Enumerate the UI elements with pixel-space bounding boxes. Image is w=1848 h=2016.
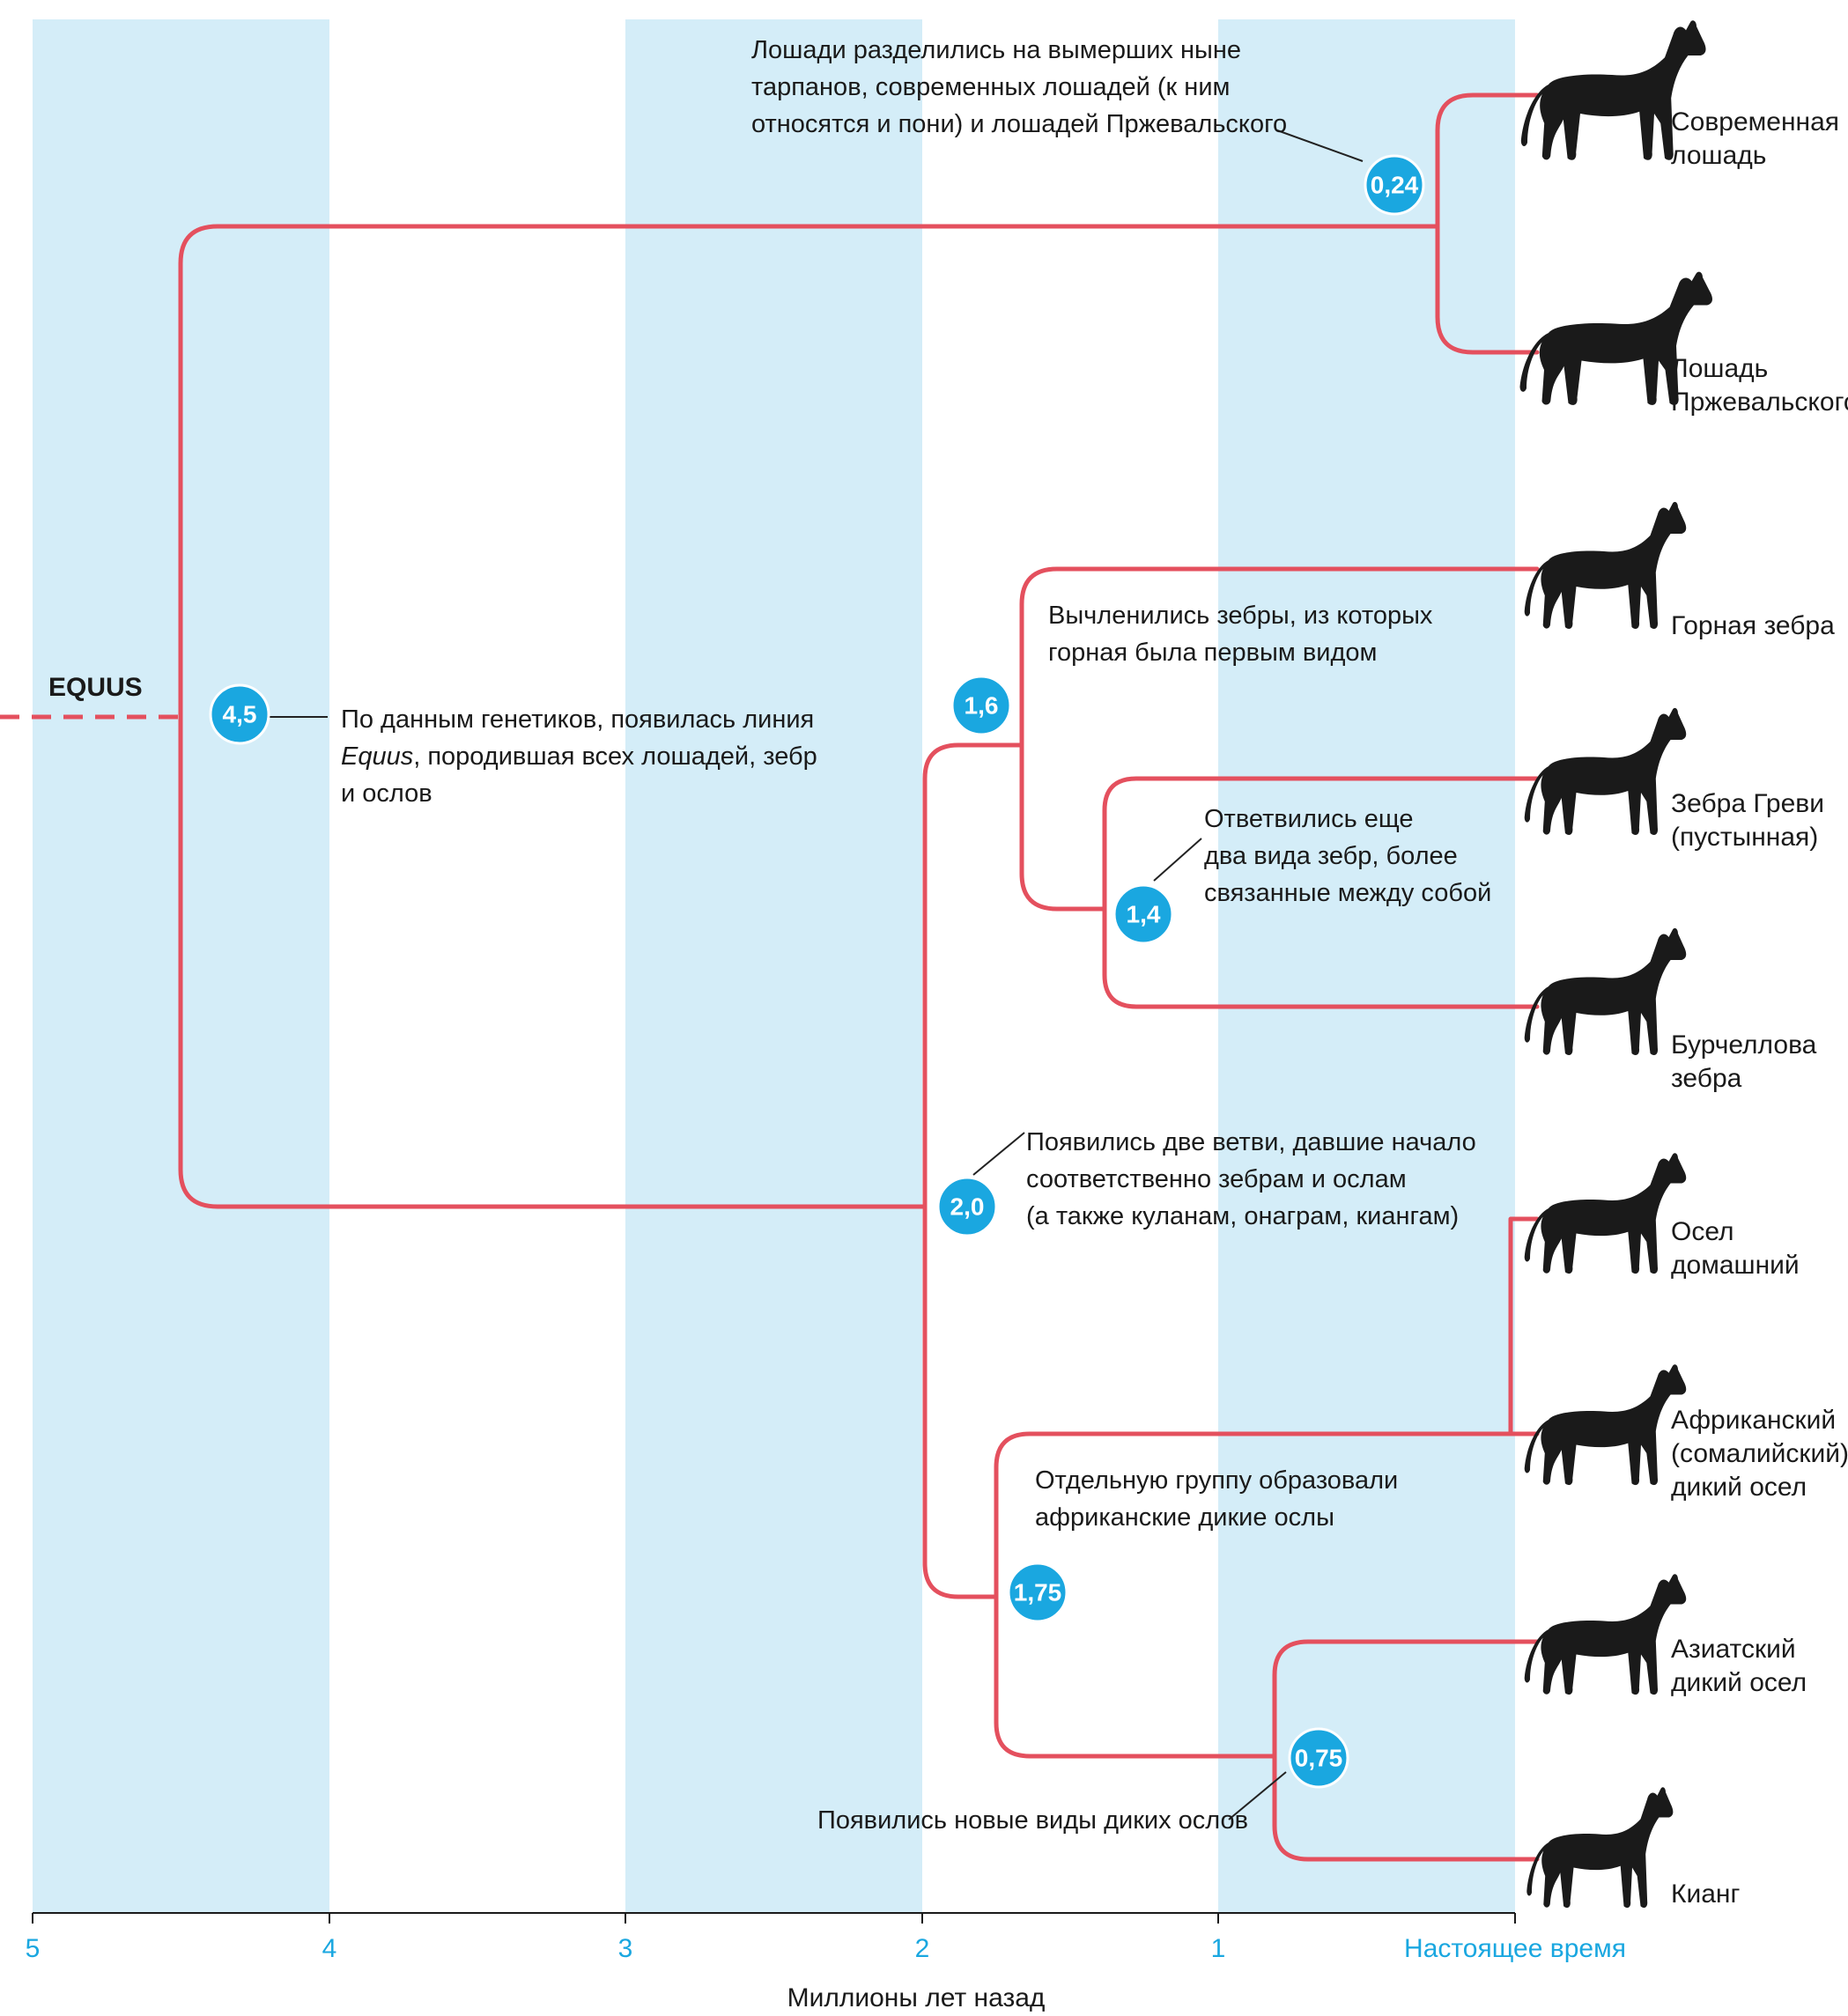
- svg-text:дикий осел: дикий осел: [1671, 1668, 1807, 1697]
- svg-text:горная была первым видом: горная была первым видом: [1048, 639, 1377, 667]
- axis-tick-label: 2: [915, 1934, 930, 1963]
- branch-african-asses: [1508, 1216, 1540, 1436]
- branch-zebras: [1019, 566, 1540, 912]
- svg-text:Ответвились еще: Ответвились еще: [1204, 805, 1414, 833]
- species-label-burchell-zebra: Бурчеллова зебра: [1671, 1030, 1817, 1093]
- node-label: 1,75: [1014, 1579, 1062, 1606]
- leader-line: [1153, 838, 1202, 882]
- species-label-grevy-zebra: Зебра Греви (пустынная): [1671, 789, 1824, 852]
- svg-text:Появились новые виды диких осл: Появились новые виды диких ослов: [817, 1806, 1248, 1835]
- svg-text:По данным генетиков, появилась: По данным генетиков, появилась линия: [341, 705, 814, 734]
- svg-text:дикий осел: дикий осел: [1671, 1473, 1807, 1502]
- species-label-modern-horse: Современная лошадь: [1671, 107, 1839, 170]
- species-label-asian-wild-ass: Азиатский дикий осел: [1671, 1635, 1807, 1697]
- species-label-african-wild-ass: Африканский (сомалийский) дикий осел: [1671, 1406, 1848, 1502]
- svg-text:Появились две ветви, давшие на: Появились две ветви, давшие начало: [1026, 1128, 1476, 1156]
- przewalski-horse-icon: [1519, 271, 1712, 405]
- svg-text:Осел: Осел: [1671, 1217, 1734, 1246]
- species-label-mountain-zebra: Горная зебра: [1671, 611, 1835, 640]
- svg-text:соответственно зебрам и ослам: соответственно зебрам и ослам: [1026, 1165, 1407, 1193]
- species-label-donkey: Осел домашний: [1671, 1217, 1800, 1280]
- svg-text:домашний: домашний: [1671, 1251, 1800, 1280]
- note-two-branches: Появились две ветви, давшие начало соотв…: [1026, 1128, 1476, 1230]
- node-label: 1,6: [965, 692, 999, 720]
- svg-text:(а также куланам, онаграм, киа: (а также куланам, онаграм, киангам): [1026, 1202, 1459, 1230]
- svg-text:Лошади разделились на вымерших: Лошади разделились на вымерших ныне: [751, 36, 1241, 64]
- svg-text:(сомалийский): (сомалийский): [1671, 1439, 1848, 1468]
- branch-new-asses: [1272, 1639, 1540, 1862]
- node-4-5: 4,5: [209, 683, 270, 745]
- node-2-0: 2,0: [936, 1176, 998, 1237]
- axis-tick-label: 4: [322, 1934, 337, 1963]
- equus-line-rest: , породившая всех лошадей, зебр: [413, 742, 817, 771]
- svg-text:Бурчеллова: Бурчеллова: [1671, 1030, 1817, 1060]
- time-band: [1218, 19, 1515, 1913]
- node-label: 0,24: [1371, 172, 1419, 199]
- branch-zebra-pair: [1102, 776, 1540, 1009]
- african-wild-ass-icon: [1524, 1364, 1687, 1486]
- branch-asses: [994, 1431, 1513, 1759]
- svg-text:Equus, породившая всех лошадей: Equus, породившая всех лошадей, зебр: [341, 742, 817, 771]
- horse-icon: [1520, 20, 1706, 160]
- species-label-przewalski: Лошадь Пржевальского: [1671, 354, 1848, 417]
- node-1-4: 1,4: [1112, 883, 1174, 945]
- branch-horses: [1435, 92, 1540, 355]
- axis-tick-label: 5: [26, 1934, 41, 1963]
- node-1-75: 1,75: [1007, 1562, 1068, 1623]
- svg-text:Кианг: Кианг: [1671, 1879, 1740, 1909]
- svg-text:Азиатский: Азиатский: [1671, 1635, 1796, 1664]
- species-label-kiang: Кианг: [1671, 1879, 1740, 1909]
- node-label: 0,75: [1295, 1745, 1343, 1772]
- svg-text:зебра: зебра: [1671, 1064, 1742, 1093]
- svg-text:и ослов: и ослов: [341, 779, 432, 808]
- donkey-icon: [1524, 1153, 1687, 1274]
- svg-text:Современная: Современная: [1671, 107, 1839, 137]
- svg-text:Вычленились зебры, из которых: Вычленились зебры, из которых: [1048, 602, 1433, 630]
- node-0-24: 0,24: [1364, 154, 1425, 216]
- note-african-asses: Отдельную группу образовали африканские …: [1035, 1466, 1398, 1532]
- node-0-75: 0,75: [1288, 1727, 1349, 1789]
- note-two-zebras: Ответвились еще два вида зебр, более свя…: [1204, 805, 1491, 907]
- node-label: 2,0: [950, 1193, 985, 1221]
- grevy-zebra-icon: [1524, 707, 1687, 835]
- leader-line: [1228, 1771, 1287, 1820]
- axis-title: Миллионы лет назад: [787, 1983, 1046, 2012]
- svg-text:Лошадь: Лошадь: [1671, 354, 1768, 383]
- note-zebras-separated: Вычленились зебры, из которых горная был…: [1048, 602, 1433, 667]
- asian-wild-ass-icon: [1524, 1574, 1687, 1695]
- svg-text:Отдельную группу образовали: Отдельную группу образовали: [1035, 1466, 1398, 1495]
- svg-text:относятся и пони) и лошадей Пр: относятся и пони) и лошадей Пржевальског…: [751, 110, 1287, 138]
- svg-text:Зебра Греви: Зебра Греви: [1671, 789, 1824, 818]
- note-horses-split: Лошади разделились на вымерших ныне тарп…: [751, 36, 1287, 138]
- node-1-6: 1,6: [950, 675, 1012, 736]
- svg-text:(пустынная): (пустынная): [1671, 823, 1818, 852]
- axis-tick-label: 3: [618, 1934, 633, 1963]
- genus-label: EQUUS: [48, 673, 143, 702]
- time-band: [625, 19, 922, 1913]
- svg-text:два вида зебр, более: два вида зебр, более: [1204, 842, 1458, 870]
- svg-text:Пржевальского: Пржевальского: [1671, 388, 1848, 417]
- branch-root: [178, 224, 1440, 1209]
- axis-tick-label: 1: [1211, 1934, 1226, 1963]
- note-new-asses: Появились новые виды диких ослов: [817, 1806, 1248, 1835]
- svg-text:Горная зебра: Горная зебра: [1671, 611, 1835, 640]
- svg-text:африканские дикие ослы: африканские дикие ослы: [1035, 1503, 1334, 1532]
- branch-zebras-asses: [922, 742, 1024, 1599]
- svg-text:тарпанов, современных лошадей: тарпанов, современных лошадей (к ним: [751, 73, 1230, 101]
- axis-tick-label: Настоящее время: [1404, 1934, 1626, 1963]
- leader-line: [1276, 129, 1364, 162]
- mountain-zebra-icon: [1524, 501, 1687, 629]
- kiang-icon: [1526, 1787, 1674, 1909]
- node-label: 1,4: [1127, 901, 1161, 928]
- equus-italic: Equus: [341, 742, 413, 771]
- node-label: 4,5: [223, 701, 257, 728]
- note-equus-line: По данным генетиков, появилась линия Equ…: [341, 705, 817, 808]
- svg-text:связанные между собой: связанные между собой: [1204, 879, 1491, 907]
- leader-line: [972, 1132, 1025, 1176]
- burchell-zebra-icon: [1524, 927, 1687, 1055]
- svg-text:Африканский: Африканский: [1671, 1406, 1836, 1435]
- svg-text:лошадь: лошадь: [1671, 141, 1766, 170]
